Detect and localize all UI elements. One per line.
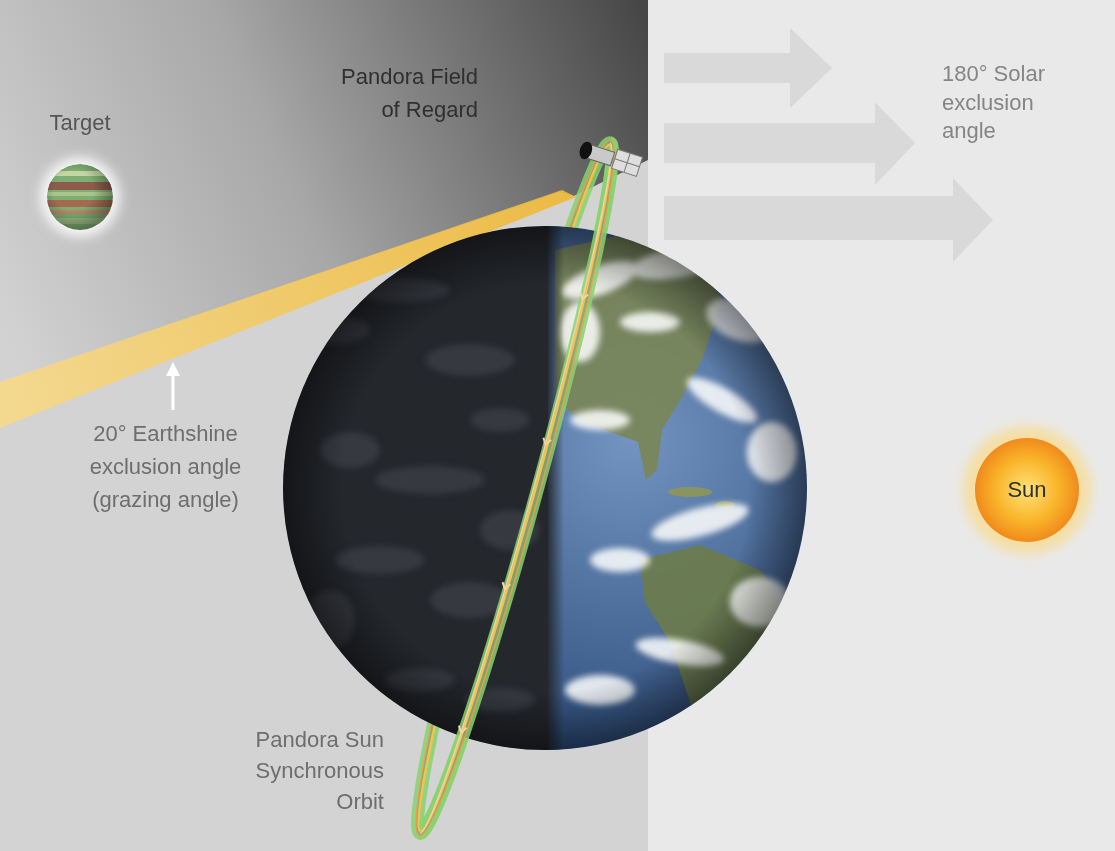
sunlight-arrow — [664, 178, 993, 262]
node-label: Target — [35, 110, 125, 136]
earth-limb — [283, 226, 807, 750]
node-label: Sun — [1007, 477, 1046, 503]
region-label: Pandora Field of Regard — [328, 60, 478, 126]
orbit-ring — [419, 140, 635, 843]
orbit-label: Pandora Sun Synchronous Orbit — [234, 725, 384, 817]
planet-disc — [47, 164, 113, 230]
leader-arrow — [172, 374, 175, 410]
planet-body — [47, 164, 113, 230]
satellite — [577, 138, 642, 176]
direction-chevron — [457, 726, 466, 734]
sunlight-arrow — [664, 28, 832, 108]
direction-chevron — [501, 582, 510, 590]
orbit-direction — [457, 292, 591, 735]
sunlight-arrow — [664, 102, 915, 185]
direction-chevron — [579, 292, 588, 300]
telescope-aperture — [577, 140, 594, 161]
angle-label: 20° Earthshine exclusion angle (grazing … — [78, 417, 253, 516]
panel-grid — [615, 159, 640, 167]
orbit-ring — [420, 145, 628, 837]
sun-glow — [963, 426, 1091, 554]
solar-panel — [612, 149, 643, 176]
orbit-front — [419, 140, 635, 843]
orbit-track — [420, 143, 627, 838]
direction-chevron — [542, 438, 551, 446]
target-planet: Target — [35, 110, 125, 238]
sun-disc — [975, 438, 1079, 542]
leader-arrowhead — [166, 362, 180, 376]
sun-circle: Sun — [975, 438, 1079, 542]
cloud — [710, 690, 770, 714]
earth — [283, 226, 810, 750]
angle-label: 180° Solar exclusion angle — [942, 60, 1062, 146]
planet-glow — [40, 157, 120, 237]
planet-figure — [35, 156, 125, 238]
planet-shade — [47, 164, 113, 230]
